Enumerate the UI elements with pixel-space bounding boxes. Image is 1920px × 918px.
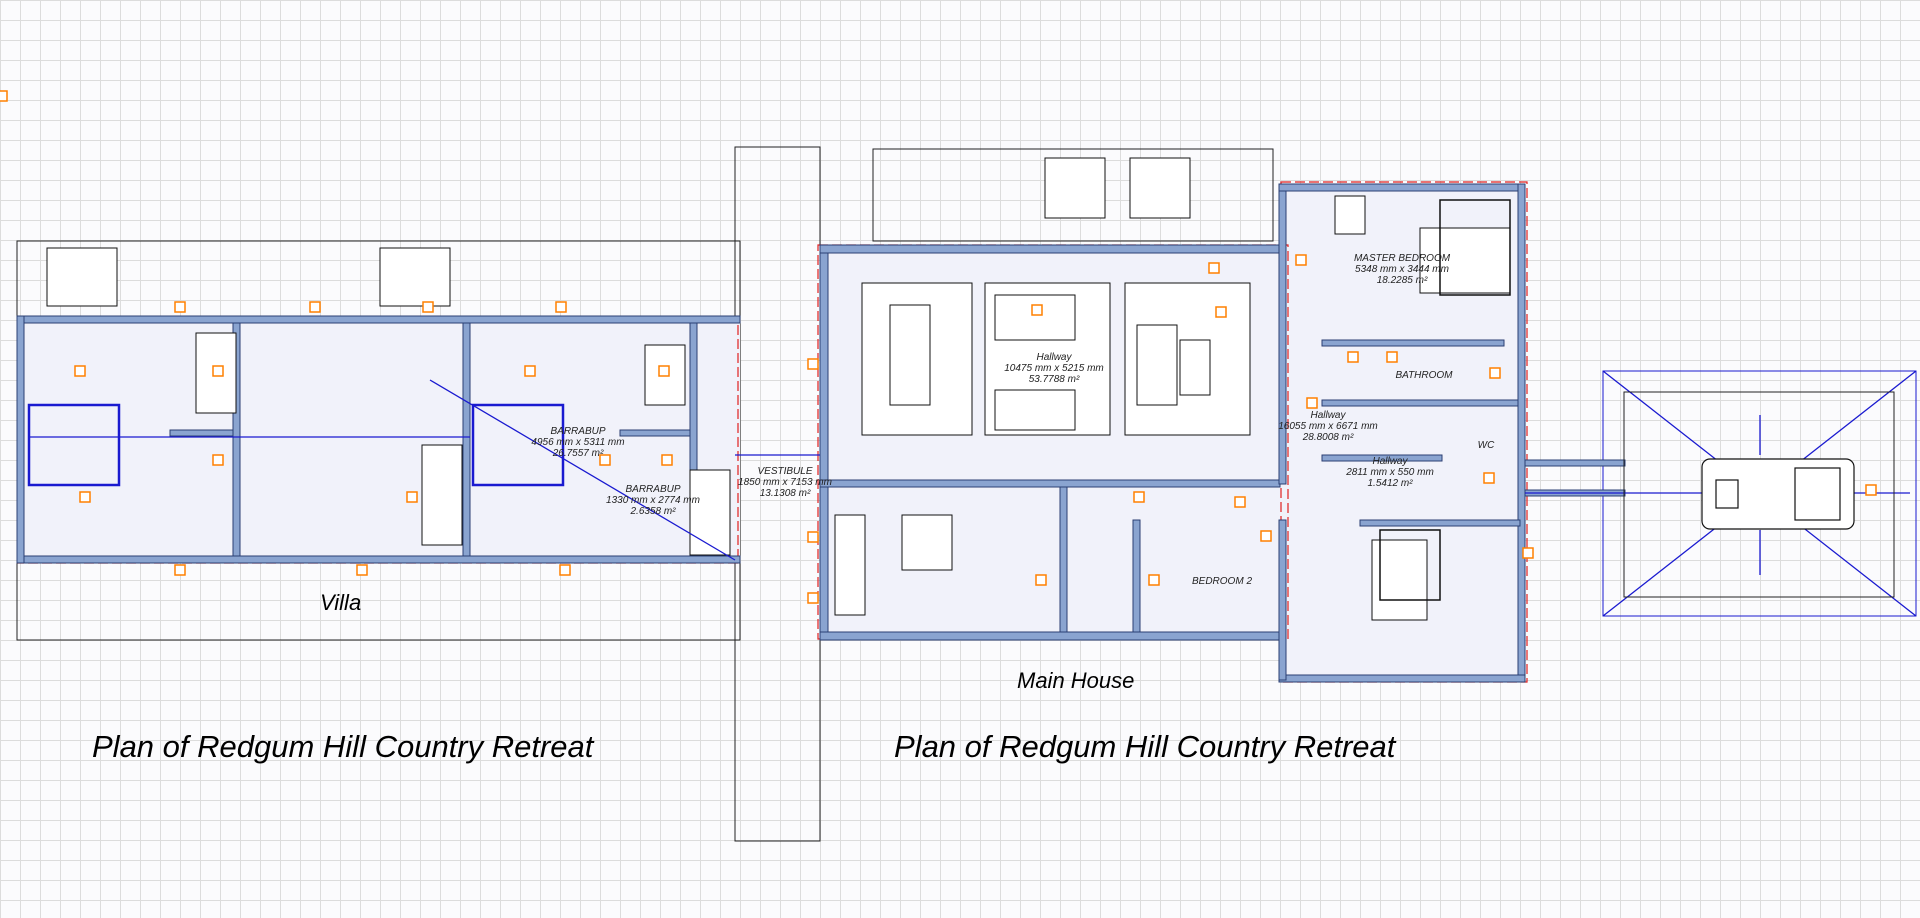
light-marker[interactable] (1148, 574, 1160, 586)
light-marker[interactable] (212, 454, 224, 466)
light-marker[interactable] (599, 454, 611, 466)
room-dims: 16055 mm x 6671 mm (1278, 421, 1378, 432)
villa-plan-title: Plan of Redgum Hill Country Retreat (92, 729, 594, 764)
light-marker[interactable] (1031, 304, 1043, 316)
main-plan-title: Plan of Redgum Hill Country Retreat (894, 729, 1396, 764)
light-marker[interactable] (1215, 306, 1227, 318)
room-name: Hallway (1310, 410, 1346, 421)
light-marker[interactable] (0, 90, 8, 102)
car-icon[interactable] (1701, 458, 1855, 530)
room-dims: 10475 mm x 5215 mm (1004, 363, 1104, 374)
light-marker[interactable] (1386, 351, 1398, 363)
room-dims: 1850 mm x 7153 mm (738, 477, 832, 488)
walls[interactable] (16, 183, 1626, 683)
room-label-wc: WC (1478, 440, 1495, 451)
light-marker[interactable] (555, 301, 567, 313)
main-house-label: Main House (1017, 668, 1135, 693)
light-marker[interactable] (807, 531, 819, 543)
room-name: BEDROOM 2 (1191, 576, 1253, 587)
light-marker[interactable] (1865, 484, 1877, 496)
room-name: VESTIBULE (757, 466, 813, 477)
light-marker[interactable] (356, 564, 368, 576)
room-dims: 2811 mm x 550 mm (1346, 467, 1434, 478)
room-dims: 5348 mm x 3444 mm (1355, 264, 1449, 275)
light-marker[interactable] (1260, 530, 1272, 542)
room-name: BARRABUP (550, 426, 606, 437)
light-marker[interactable] (1483, 472, 1495, 484)
selected-furniture[interactable] (27, 199, 1511, 601)
room-name: BATHROOM (1395, 370, 1453, 381)
room-area: 1.5412 m² (1367, 478, 1413, 489)
light-marker[interactable] (524, 365, 536, 377)
light-marker[interactable] (406, 491, 418, 503)
room-name: MASTER BEDROOM (1353, 253, 1451, 264)
room-name: Hallway (1036, 352, 1072, 363)
light-marker[interactable] (1295, 254, 1307, 266)
garage-outline[interactable] (1623, 391, 1895, 598)
room-area: 13.1308 m² (759, 488, 811, 499)
light-marker[interactable] (807, 358, 819, 370)
light-marker[interactable] (309, 301, 321, 313)
room-name: BARRABUP (625, 484, 681, 495)
room-area: 28.8008 m² (1302, 432, 1354, 443)
light-marker[interactable] (1522, 547, 1534, 559)
room-name: WC (1477, 440, 1495, 451)
light-marker[interactable] (1035, 574, 1047, 586)
light-marker[interactable] (174, 564, 186, 576)
light-marker[interactable] (658, 365, 670, 377)
light-marker[interactable] (1347, 351, 1359, 363)
room-name: Hallway (1372, 456, 1408, 467)
light-marker[interactable] (422, 301, 434, 313)
room-area: 2.6358 m² (630, 506, 676, 517)
light-marker[interactable] (1234, 496, 1246, 508)
room-area: 53.7788 m² (1028, 374, 1080, 385)
light-marker[interactable] (559, 564, 571, 576)
light-marker[interactable] (1208, 262, 1220, 274)
light-marker[interactable] (174, 301, 186, 313)
light-marker[interactable] (1489, 367, 1501, 379)
villa-label: Villa (320, 590, 362, 615)
light-marker[interactable] (74, 365, 86, 377)
light-marker[interactable] (212, 365, 224, 377)
room-label-bedroom-2: BEDROOM 2 (1192, 576, 1252, 587)
furniture[interactable] (46, 157, 1511, 621)
light-marker[interactable] (1306, 397, 1318, 409)
light-marker[interactable] (79, 491, 91, 503)
room-dims: 4956 mm x 5311 mm (531, 437, 625, 448)
light-marker[interactable] (1133, 491, 1145, 503)
room-label-bathroom: BATHROOM (1395, 370, 1452, 381)
light-marker[interactable] (661, 454, 673, 466)
light-markers[interactable] (0, 90, 1877, 604)
light-marker[interactable] (807, 592, 819, 604)
room-area: 26.7557 m² (552, 448, 604, 459)
room-area: 18.2285 m² (1376, 275, 1428, 286)
main-terrace-outline[interactable] (872, 148, 1274, 242)
room-dims: 1330 mm x 2774 mm (606, 495, 700, 506)
